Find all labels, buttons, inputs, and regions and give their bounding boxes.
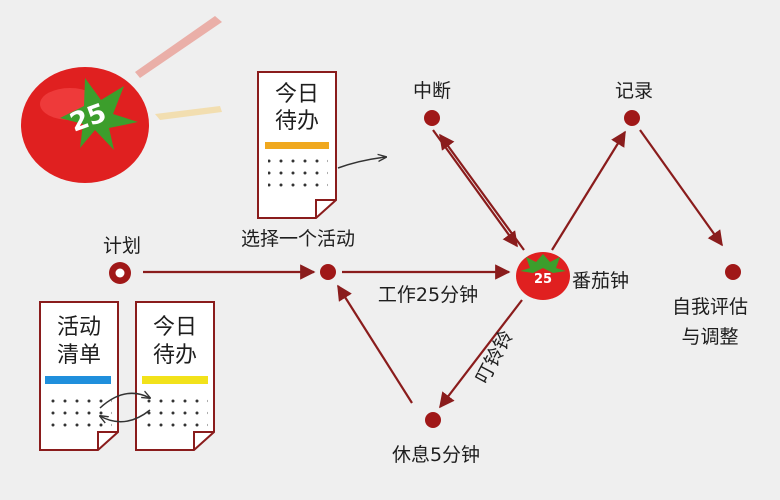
arrow-tomato-to-record <box>551 130 626 251</box>
record-node <box>624 110 640 126</box>
todo-top-line2: 待办 <box>275 109 319 134</box>
record-label: 记录 <box>615 80 653 102</box>
plan-node <box>109 262 131 284</box>
todo-pointer-arrow <box>337 157 386 169</box>
evaluate-label-line2: 与调整 <box>681 326 738 348</box>
exchange-arrow-left <box>100 409 151 422</box>
activity-list-dot-grid <box>48 394 112 430</box>
arrow-rest-to-choose <box>337 284 413 404</box>
plan-label: 计划 <box>103 235 141 257</box>
exchange-arrow-right <box>99 393 150 409</box>
todo-document-top: 今日 待办 <box>257 71 337 219</box>
todo-bottom-line2: 待办 <box>153 343 197 368</box>
todo-top-line1: 今日 <box>275 82 319 107</box>
choose-node <box>320 264 336 280</box>
small-timer-number: 25 <box>534 272 552 287</box>
tomato-label: 番茄钟 <box>572 270 629 292</box>
tomato-timer-icon: 25 <box>21 16 222 183</box>
activity-list-line1: 活动 <box>57 315 101 340</box>
todo-bottom-line1: 今日 <box>153 315 197 340</box>
small-tomato-icon: 25 <box>516 252 570 300</box>
todo-document-bottom: 今日 待办 <box>135 301 215 451</box>
orange-bar <box>265 142 329 149</box>
arrow-tomato-to-interrupt <box>439 133 525 251</box>
work-label: 工作25分钟 <box>378 284 478 306</box>
todo-top-dot-grid <box>268 158 328 194</box>
yellow-bar <box>142 376 208 384</box>
rest-label: 休息5分钟 <box>392 444 480 466</box>
activity-list-document: 活动 清单 <box>39 301 119 451</box>
evaluate-node <box>725 264 741 280</box>
flow-arrows <box>143 129 723 409</box>
arrow-tomato-to-rest <box>439 299 523 409</box>
arrow-record-to-evaluate <box>639 129 723 247</box>
evaluate-label-line1: 自我评估 <box>672 296 748 318</box>
interrupt-node <box>424 110 440 126</box>
interrupt-label: 中断 <box>413 80 451 102</box>
todo-bottom-dot-grid <box>144 394 208 430</box>
choose-activity-label: 选择一个活动 <box>241 228 355 250</box>
activity-list-line2: 清单 <box>57 343 101 368</box>
rest-node <box>425 412 441 428</box>
arrow-interrupt-to-tomato <box>432 129 518 248</box>
blue-bar <box>45 376 111 384</box>
